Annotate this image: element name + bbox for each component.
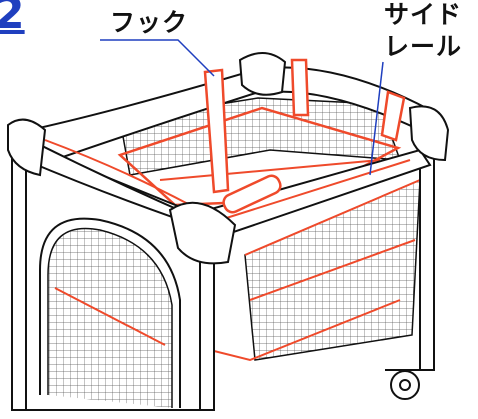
corner-caps xyxy=(7,52,450,265)
hook-straps xyxy=(203,58,406,214)
right-mesh-panel xyxy=(244,178,421,361)
side-rail-label-line1: サイド xyxy=(384,0,463,29)
side-rail-leader-line xyxy=(369,61,384,176)
corner-posts xyxy=(11,139,435,411)
hook-label: フック xyxy=(110,8,189,37)
caster-wheel xyxy=(385,369,425,400)
side-rail-label-line2: レール xyxy=(384,32,463,61)
hook-leader-line xyxy=(100,39,215,77)
step-number: 2 xyxy=(0,0,25,39)
